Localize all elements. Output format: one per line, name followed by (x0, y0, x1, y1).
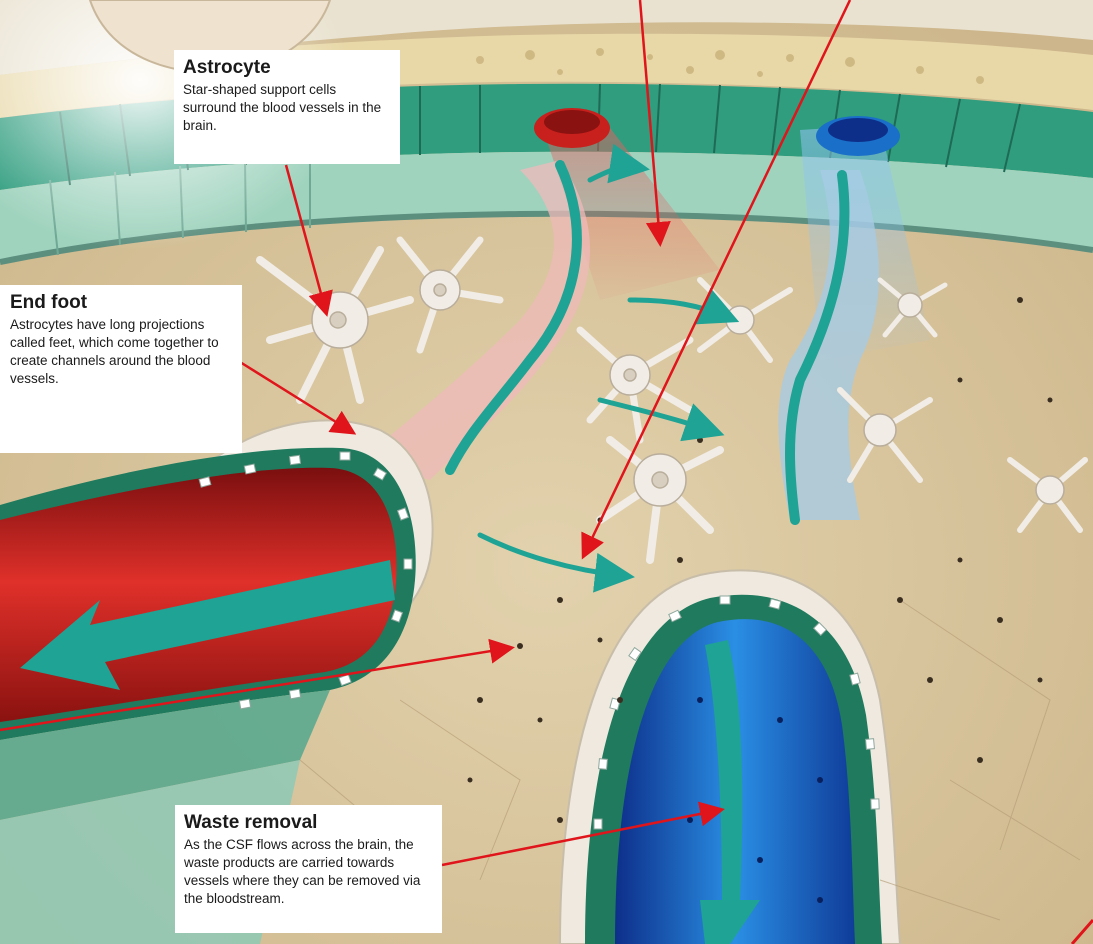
waste-removal-title: Waste removal (184, 812, 433, 834)
astrocyte-callout: Astrocyte Star-shaped support cells surr… (174, 50, 400, 164)
waste-removal-description: As the CSF flows across the brain, the w… (184, 836, 433, 908)
end-foot-title: End foot (10, 292, 233, 314)
waste-removal-callout: Waste removal As the CSF flows across th… (175, 805, 442, 933)
end-foot-callout: End foot Astrocytes have long projection… (0, 285, 242, 453)
surface-vein-ring (816, 116, 900, 156)
surface-artery-ring (534, 108, 610, 148)
astrocyte-description: Star-shaped support cells surround the b… (183, 81, 391, 135)
end-foot-description: Astrocytes have long projections called … (10, 316, 233, 388)
astrocyte-title: Astrocyte (183, 57, 391, 79)
